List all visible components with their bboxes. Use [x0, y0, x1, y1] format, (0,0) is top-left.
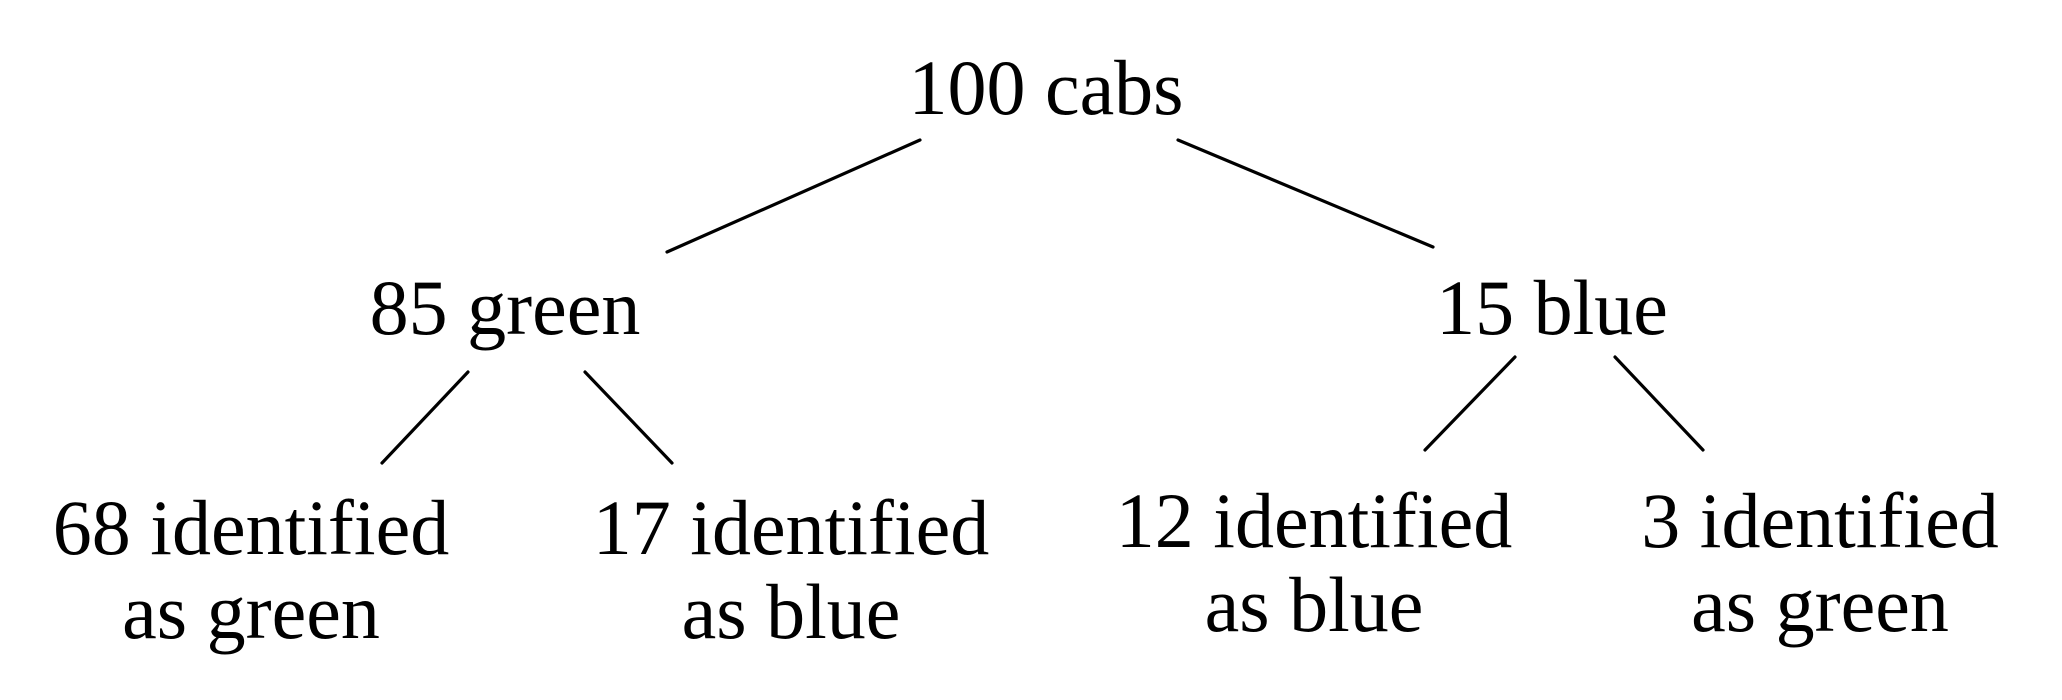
edge-15-blue-to-12-identified-as-blue: [1423, 355, 1517, 452]
node-12-identified-as-blue-line1: 12 identified: [1115, 477, 1513, 564]
node-17-identified-as-blue-line1: 17 identified: [592, 484, 990, 571]
node-68-identified-as-green: 68 identified as green: [53, 486, 449, 654]
node-12-identified-as-blue: 12 identified as blue: [1116, 479, 1512, 647]
node-15-blue: 15 blue: [1436, 266, 1668, 350]
node-100-cabs: 100 cabs: [908, 46, 1183, 130]
edge-85-green-to-17-identified-as-blue: [583, 370, 674, 465]
node-85-green-label: 85 green: [369, 264, 641, 351]
node-12-identified-as-blue-line2: as blue: [1204, 561, 1424, 648]
node-3-identified-as-green: 3 identified as green: [1641, 479, 1998, 647]
edge-85-green-to-68-identified-as-green: [380, 370, 470, 465]
node-17-identified-as-blue-line2: as blue: [681, 568, 901, 655]
node-17-identified-as-blue: 17 identified as blue: [593, 486, 989, 654]
node-85-green: 85 green: [370, 266, 641, 350]
node-3-identified-as-green-line2: as green: [1691, 561, 1949, 648]
node-15-blue-label: 15 blue: [1436, 264, 1668, 351]
node-3-identified-as-green-line1: 3 identified: [1641, 477, 1999, 564]
edge-15-blue-to-3-identified-as-green: [1613, 355, 1705, 452]
node-68-identified-as-green-line2: as green: [122, 568, 380, 655]
node-100-cabs-label: 100 cabs: [908, 44, 1184, 131]
edge-root-to-15-blue: [1176, 138, 1435, 249]
node-68-identified-as-green-line1: 68 identified: [52, 484, 450, 571]
edge-root-to-85-green: [665, 138, 922, 254]
